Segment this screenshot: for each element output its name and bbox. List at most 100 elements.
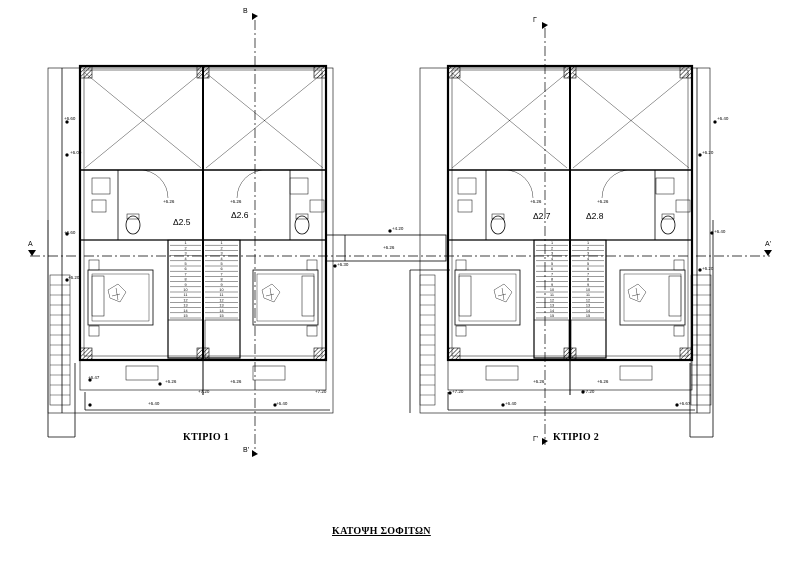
step-number: 12 [586, 298, 590, 302]
step-number: 10 [219, 288, 223, 292]
step-number: 15 [550, 314, 554, 318]
step-number: 10 [183, 288, 187, 292]
step-number: 5 [551, 262, 553, 266]
level-label: +6.67 [679, 401, 691, 406]
room-label-d28: Δ2.8 [586, 211, 604, 221]
step-number: 12 [219, 298, 223, 302]
drawing-title: ΚΑΤΟΨΗ ΣΟΦΙΤΩΝ [332, 526, 431, 537]
step-number: 6 [184, 267, 186, 271]
step-number: 5 [184, 262, 186, 266]
level-label: +6.60 [64, 230, 76, 235]
step-number: 6 [220, 267, 222, 271]
level-label: +6.30 [337, 262, 349, 267]
step-number: 11 [220, 293, 224, 297]
level-label: +6.40 [148, 401, 160, 406]
level-label: +6.40 [505, 401, 517, 406]
step-number: 13 [550, 304, 554, 308]
step-number: 8 [220, 278, 222, 282]
room-label-d25: Δ2.5 [173, 217, 191, 227]
level-markers [65, 120, 717, 407]
building-1-label: ΚΤΙΡΙΟ 1 [183, 432, 230, 443]
bedspread-patterns [107, 283, 647, 303]
section-mark-a-right: A' [765, 241, 772, 248]
level-label: +6.26 [533, 379, 545, 384]
section-mark-c-top: Γ [533, 17, 537, 24]
step-number: 1 [551, 241, 553, 245]
step-number: 14 [183, 309, 187, 313]
room-label-d27: Δ2.7 [533, 211, 551, 221]
step-number: 5 [220, 262, 222, 266]
step-number: 13 [183, 304, 187, 308]
step-number: 15 [219, 314, 223, 318]
level-label: +6.60 [64, 116, 76, 121]
step-number: 6 [587, 267, 589, 271]
step-number: 15 [183, 314, 187, 318]
level-label: +6.20 [702, 150, 714, 155]
step-number: 2 [184, 246, 186, 250]
step-number: 13 [586, 304, 590, 308]
step-number: 13 [219, 304, 223, 308]
step-number: 1 [220, 241, 222, 245]
step-number: 2 [551, 246, 553, 250]
section-lines [30, 20, 770, 455]
stair-treads: 1514131211109876543211514131211109876543… [170, 241, 604, 319]
step-number: 9 [587, 283, 589, 287]
step-number: 8 [587, 278, 589, 282]
step-number: 11 [184, 293, 188, 297]
step-number: 6 [551, 267, 553, 271]
step-number: 11 [550, 293, 554, 297]
step-number: 11 [586, 293, 590, 297]
step-number: 1 [184, 241, 186, 245]
level-label: +6.26 [530, 199, 542, 204]
level-label: +6.40 [717, 116, 729, 121]
step-number: 2 [587, 246, 589, 250]
room-label-d26: Δ2.6 [231, 210, 249, 220]
level-label: +6.00 [70, 150, 82, 155]
step-number: 8 [184, 278, 186, 282]
level-label: +6.47 [88, 375, 100, 380]
level-label: +6.26 [383, 245, 395, 250]
step-number: 10 [550, 288, 554, 292]
step-number: 4 [587, 257, 589, 261]
section-mark-a-left: A [28, 241, 33, 248]
level-label: +6.26 [230, 379, 242, 384]
level-label: +7.20 [583, 389, 595, 394]
step-number: 14 [586, 309, 590, 313]
section-mark-b-top: B [243, 8, 248, 15]
level-label: +6.40 [714, 229, 726, 234]
connector-bridge [325, 234, 450, 413]
step-number: 5 [587, 262, 589, 266]
step-number: 3 [184, 252, 186, 256]
step-number: 7 [587, 272, 589, 276]
level-label: +6.20 [702, 266, 714, 271]
step-number: 3 [587, 252, 589, 256]
step-number: 4 [184, 257, 186, 261]
step-number: 12 [183, 298, 187, 302]
step-number: 12 [550, 298, 554, 302]
step-number: 9 [184, 283, 186, 287]
section-arrows [28, 13, 772, 457]
level-label: +7.20 [198, 389, 210, 394]
step-number: 8 [551, 278, 553, 282]
building-1-columns [79, 65, 327, 361]
level-label: +6.26 [597, 379, 609, 384]
step-number: 1 [587, 241, 589, 245]
level-label: +6.26 [163, 199, 175, 204]
step-number: 4 [551, 257, 553, 261]
step-number: 3 [220, 252, 222, 256]
level-label: +6.20 [68, 275, 80, 280]
step-number: 9 [220, 283, 222, 287]
building-2-plan [419, 64, 714, 438]
step-number: 2 [220, 246, 222, 250]
building-2-label: ΚΤΙΡΙΟ 2 [553, 432, 600, 443]
step-number: 14 [550, 309, 554, 313]
building-2-columns [447, 65, 693, 361]
step-number: 9 [551, 283, 553, 287]
step-number: 3 [551, 252, 553, 256]
section-mark-b-bottom: B' [243, 447, 250, 454]
level-label: +6.26 [165, 379, 177, 384]
level-label: +6.26 [597, 199, 609, 204]
level-label: +4.20 [392, 226, 404, 231]
level-label: +6.40 [276, 401, 288, 406]
